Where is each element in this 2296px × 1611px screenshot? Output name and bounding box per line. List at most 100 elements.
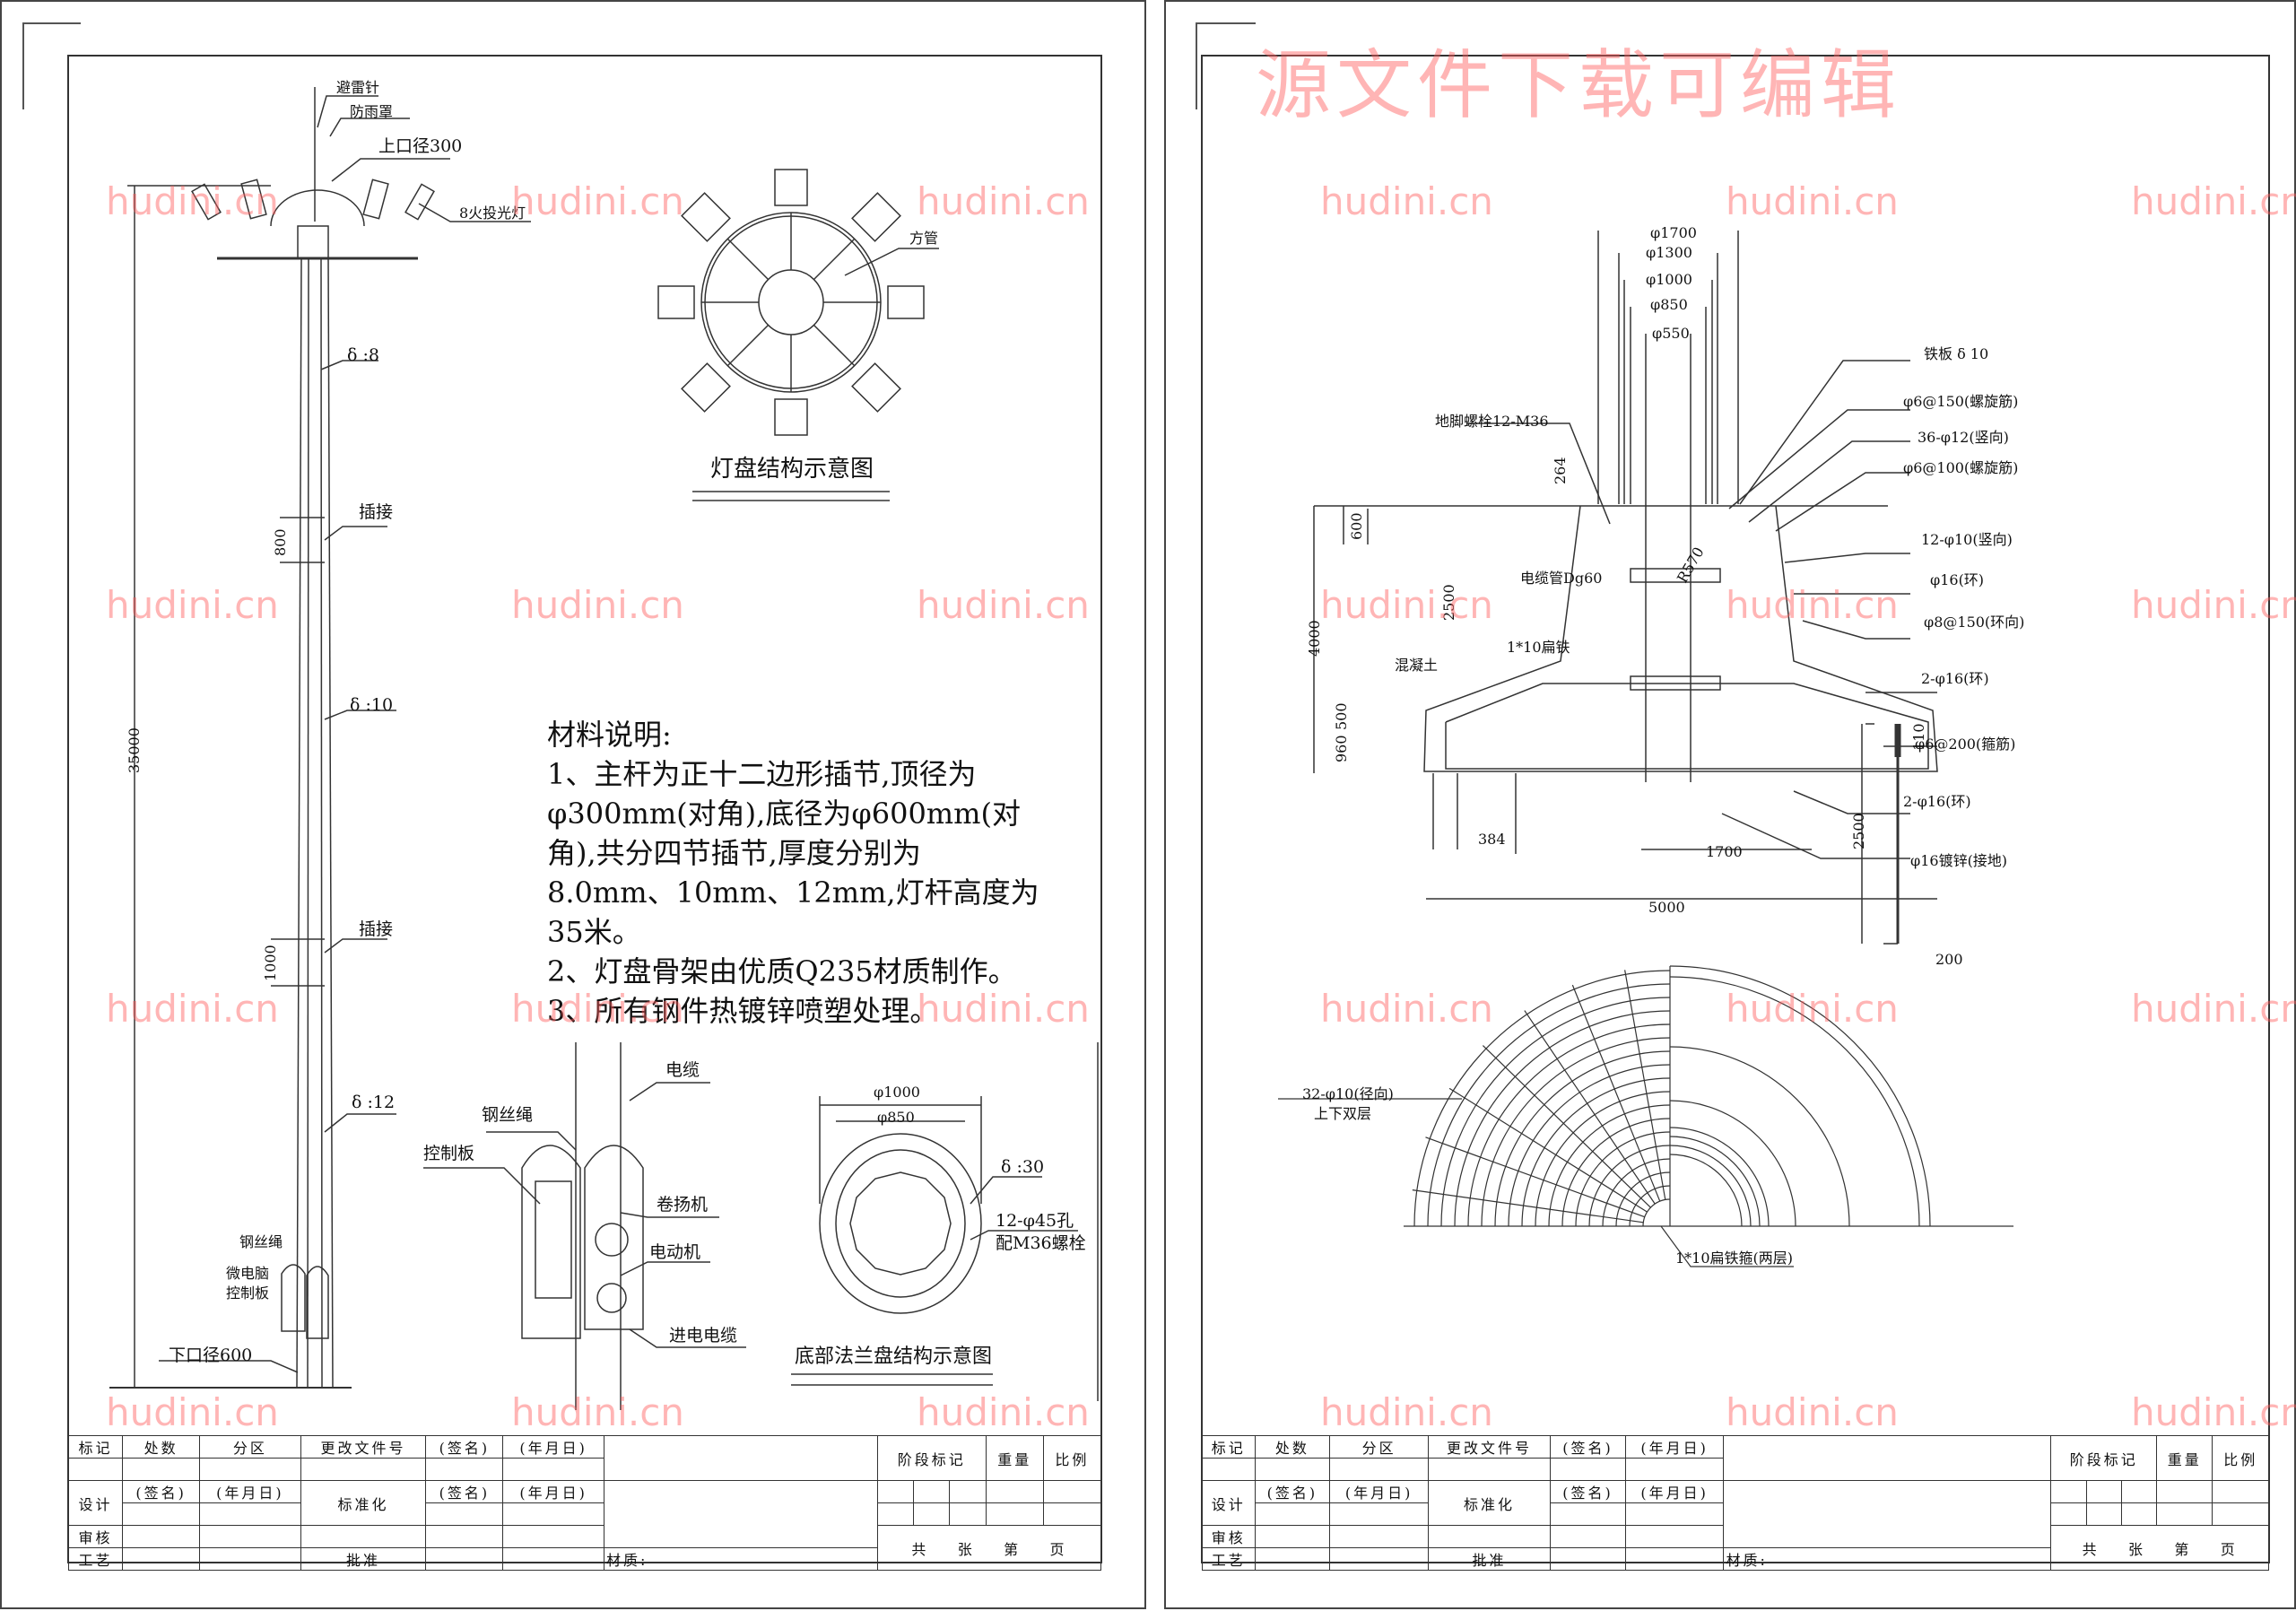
tb-cell: (签名) [1550,1435,1626,1459]
label-lightning-rod: 避雷针 [336,79,380,96]
lamp-panel-plan [657,169,939,501]
plan-ring [1642,1198,1671,1227]
tb-cell: (签名) [425,1435,504,1459]
label-cable-conduit: 电缆管Dg60 [1520,570,1603,587]
label-thickness-10: δ :10 [350,695,394,715]
winch-detail [423,1042,746,1410]
tb-cell: 更改文件号 [300,1435,427,1459]
dim-rod-top: 110 [1910,723,1927,751]
foundation-section [1313,231,1938,945]
tb-cell: (年月日) [1329,1480,1429,1503]
tb-cell: 处数 [122,1435,201,1459]
plan-radial-bar [1448,1087,1648,1213]
label-flange-thickness: δ :30 [1001,1157,1045,1177]
tb-cell: (签名) [1254,1480,1331,1503]
note-line: 1、主杆为正十二边形插节,顶径为 [547,757,977,791]
tb-cell: 材质: [1723,1547,2052,1571]
tb-cell: 工艺 [1202,1547,1256,1571]
material-notes: 材料说明: 1、主杆为正十二边形插节,顶径为 φ300mm(对角),底径为φ60… [547,715,1039,1031]
label-top-diameter: 上口径300 [378,136,463,156]
plan-radial-bar [1482,1045,1651,1208]
dim-joint-2: 1000 [262,945,279,981]
dim-4000: 4000 [1306,620,1323,657]
tb-cell: 重量 [985,1435,1044,1481]
label-control-board: 控制板 [423,1144,475,1163]
tb-cell: 比例 [2212,1435,2269,1481]
plan-ring [1561,1118,1671,1227]
dim-flange-outer: φ1000 [874,1084,920,1101]
tb-cell: 处数 [1254,1435,1331,1459]
tb-cell: (签名) [1550,1480,1626,1503]
tb-cell: 材质: [603,1547,878,1571]
plan-outer-arc [1669,976,1920,1227]
label-thickness-8: δ :8 [347,345,379,365]
plan-inner-arc [1669,1127,1770,1227]
foundation-plan [1278,965,2013,1267]
dim-d550: φ550 [1652,325,1690,342]
label-floodlights: 8火投光灯 [459,205,526,222]
plan-ring [1467,1023,1671,1227]
lamp-panel-title: 灯盘结构示意图 [710,456,874,483]
label-hoop: 1*10扁铁箍(两层) [1675,1250,1794,1267]
callout: φ6@200(箍筋) [1915,736,2016,753]
note-line: 35米。 [547,915,641,949]
tb-sheets: 共 张 第 页 [876,1525,1102,1571]
callout: φ16镀锌(接地) [1910,852,2008,869]
note-line: 角),共分四节插节,厚度分别为 [547,836,921,870]
plan-radial-bar [1624,970,1666,1200]
label-cable: 电缆 [665,1060,700,1080]
label-double-layer: 上下双层 [1314,1105,1372,1122]
callout: φ6@150(螺旋筋) [1903,393,2019,410]
label-control-board-2: 控制板 [226,1284,270,1302]
dim-d850: φ850 [1650,296,1688,313]
label-joint-1: 插接 [359,502,394,522]
note-line: 2、灯盘骨架由优质Q235材质制作。 [547,954,1017,988]
drawing-sheet-right: φ1700 φ1300 φ1000 φ850 φ550 铁板 δ 10 φ6@1… [1164,0,2296,1609]
dim-d1300: φ1300 [1646,244,1692,261]
plan-inner-arc [1669,1154,1743,1227]
note-line: 8.0mm、10mm、12mm,灯杆高度为 [547,875,1039,910]
plan-ring [1440,997,1671,1227]
plan-ring [1588,1145,1671,1227]
label-joint-2: 插接 [359,919,394,939]
plan-inner-arc [1669,1136,1761,1227]
tb-cell: 设计 [1202,1480,1256,1526]
dim-1700: 1700 [1706,843,1743,860]
tb-cell: 标记 [67,1435,124,1459]
plan-ring [1454,1010,1671,1227]
label-motor: 电动机 [649,1242,701,1262]
callout: 2-φ16(环) [1921,670,1989,687]
tb-cell: (年月日) [502,1435,604,1459]
plan-ring [1575,1131,1671,1227]
rain-cover [270,189,365,227]
tb-cell: 设计 [67,1480,124,1526]
tb-cell: 阶段标记 [876,1435,987,1481]
label-wire-rope-detail: 钢丝绳 [482,1105,534,1125]
tb-cell: 审核 [1202,1525,1256,1548]
callout: φ16(环) [1930,571,1985,588]
tb-cell: 分区 [199,1435,301,1459]
tb-sheets: 共 张 第 页 [2050,1525,2269,1571]
tb-cell: (年月日) [1624,1435,1725,1459]
label-rain-cover: 防雨罩 [350,103,394,120]
callout: φ6@100(螺旋筋) [1903,459,2019,476]
callout: 12-φ10(竖向) [1921,531,2013,548]
tb-cell: 比例 [1042,1435,1102,1481]
plan-ring [1535,1091,1671,1227]
callout: φ8@150(环向) [1924,614,2025,631]
dim-rod-length: 2500 [1850,813,1867,849]
tb-cell: (年月日) [199,1480,301,1503]
tb-cell: (签名) [425,1480,504,1503]
label-thickness-12: δ :12 [352,1093,396,1112]
plan-radial-bar [1524,1010,1656,1205]
label-incoming-cable: 进电电缆 [669,1326,738,1345]
tb-cell: 更改文件号 [1427,1435,1552,1459]
notes-heading: 材料说明: [547,718,672,752]
tb-cell: 标记 [1202,1435,1256,1459]
label-flange-bolts: 配M36螺栓 [996,1233,1086,1253]
plan-ring [1508,1064,1671,1227]
callout: 2-φ16(环) [1903,793,1971,810]
plan-inner-arc [1669,1145,1752,1227]
dim-d1700: φ1700 [1650,224,1697,241]
tb-cell: (年月日) [502,1480,604,1503]
